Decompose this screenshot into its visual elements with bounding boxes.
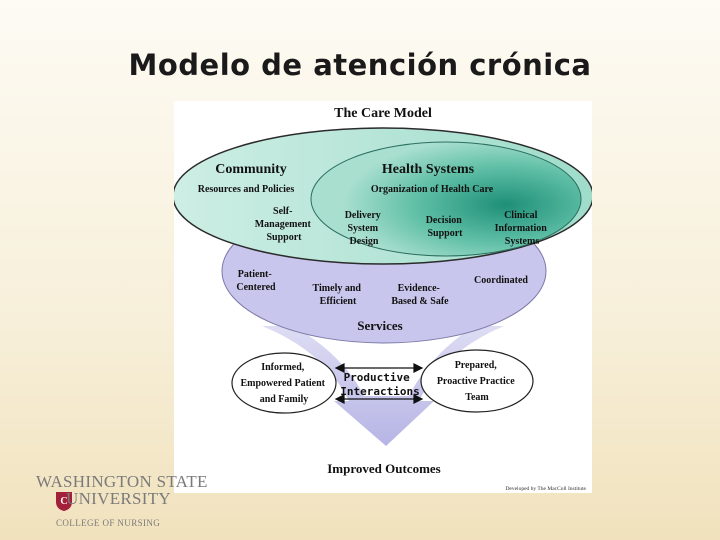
patient-oval — [231, 352, 337, 414]
wsu-logo: WASHINGTON STATE C UNIVERSITY COLLEGE OF… — [36, 472, 207, 534]
logo-line-college: COLLEGE OF NURSING — [56, 518, 161, 528]
services-label: Services — [357, 318, 402, 333]
team-label: Prepared, Proactive Practice Team — [437, 360, 517, 403]
care-model-diagram: The Care Model Community Resources and P… — [174, 101, 592, 493]
coordinated-label: Coordinated — [474, 275, 528, 286]
slide-title: Modelo de atención crónica — [128, 48, 592, 82]
timely-efficient-label: Timely and Efficient — [313, 283, 364, 307]
evidence-based-label: Evidence- Based & Safe — [391, 283, 449, 307]
credit-label: Developed by The MacColl Institute — [505, 486, 586, 492]
wsu-shield-icon: C — [56, 492, 72, 511]
delivery-system-design-label: Delivery System Design — [345, 210, 384, 247]
svg-text:C: C — [60, 496, 67, 507]
patient-centered-label: Patient- Centered — [236, 269, 276, 293]
patient-label: Informed, Empowered Patient and Family — [240, 362, 327, 405]
self-management-label: Self- Management Support — [255, 206, 314, 243]
diagram-title: The Care Model — [334, 106, 432, 121]
clinical-information-systems-label: Clinical Information Systems — [495, 210, 550, 247]
logo-line-university: UNIVERSITY — [66, 489, 171, 508]
community-subheading: Resources and Policies — [198, 184, 295, 195]
productive-interactions-label: Productive Interactions — [340, 371, 419, 398]
care-model-svg: The Care Model Community Resources and P… — [174, 106, 592, 492]
community-heading: Community — [215, 162, 287, 177]
health-systems-heading: Health Systems — [382, 162, 475, 177]
team-oval — [420, 349, 534, 413]
health-systems-subheading: Organization of Health Care — [371, 184, 494, 195]
health-system-ellipse — [310, 141, 582, 257]
interaction-arrows — [334, 363, 424, 404]
decision-support-label: Decision Support — [426, 215, 465, 239]
improved-outcomes-label: Improved Outcomes — [327, 461, 441, 476]
logo-line-washington-state: WASHINGTON STATE — [36, 472, 208, 491]
